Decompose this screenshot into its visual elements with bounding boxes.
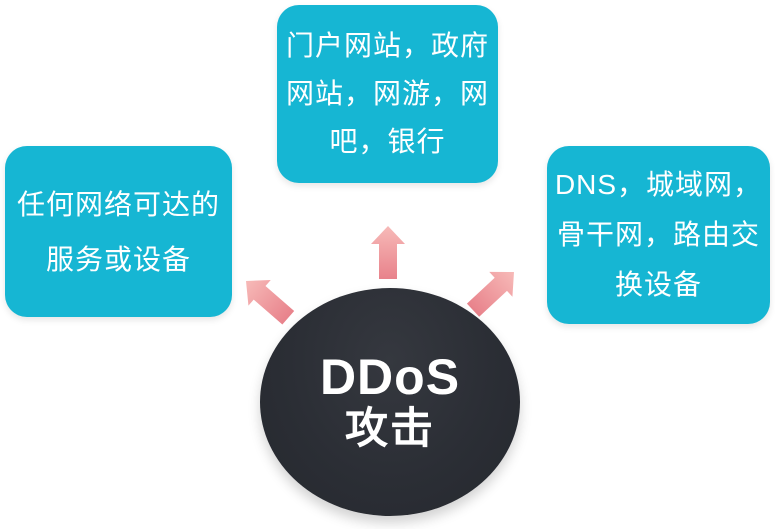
target-box-network-infra: DNS，城域网， 骨干网，路由交 换设备 bbox=[547, 146, 770, 324]
target-box-line: 换设备 bbox=[614, 269, 702, 300]
target-box-line: 骨干网，路由交 bbox=[556, 219, 760, 250]
target-box-line: 网站，网游，网 bbox=[285, 78, 489, 109]
target-box-line: 服务或设备 bbox=[45, 243, 191, 275]
arrow-up-left-icon bbox=[246, 279, 295, 325]
ddos-attack-circle: DDoS 攻击 bbox=[260, 288, 520, 516]
attack-title: 攻击 bbox=[345, 405, 435, 453]
target-box-line: 门户网站，政府 bbox=[285, 30, 489, 61]
arrow-up-icon bbox=[371, 226, 405, 279]
target-box-line: 吧，银行 bbox=[329, 126, 446, 157]
target-box-websites: 门户网站，政府 网站，网游，网 吧，银行 bbox=[277, 5, 498, 183]
target-box-line: 任何网络可达的 bbox=[16, 188, 220, 220]
ddos-title: DDoS bbox=[319, 349, 461, 405]
target-box-line: DNS，城域网， bbox=[554, 169, 763, 200]
target-box-any-service: 任何网络可达的 服务或设备 bbox=[5, 146, 232, 317]
